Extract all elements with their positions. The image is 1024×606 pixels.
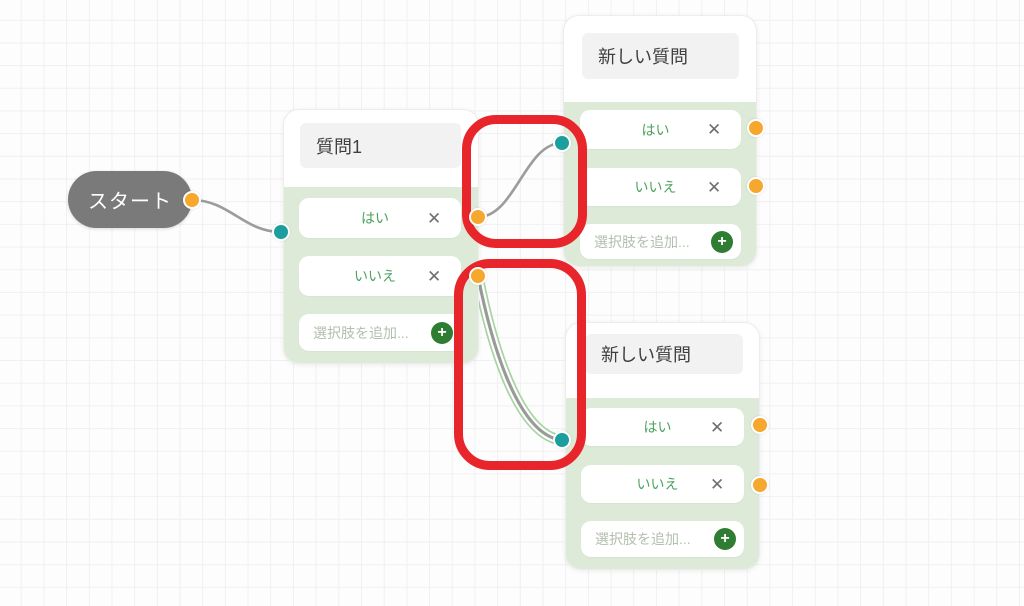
new-question-bottom-option-yes-output-port[interactable] [751,416,769,434]
add-option-icon[interactable]: + [431,321,453,344]
new-question-bottom-option-row-yes[interactable]: はい ✕ [581,408,744,446]
new-question-bottom-option-row-no[interactable]: いいえ ✕ [581,465,744,503]
question1-option-no-output-port[interactable] [469,267,487,285]
remove-option-icon[interactable]: ✕ [710,417,725,437]
new-question-top-option-no-output-port[interactable] [747,177,765,195]
question1-option-no-label[interactable]: いいえ [354,268,396,284]
new-question-top-title: 新しい質問 [598,47,688,67]
new-question-top-option-yes-label[interactable]: はい [641,121,670,138]
new-question-top-add-option-row[interactable]: 選択肢を追加... + [580,224,741,259]
add-option-icon[interactable]: + [711,230,733,253]
new-question-top-option-no-label[interactable]: いいえ [634,179,677,195]
question1-title: 質問1 [316,136,363,157]
question1-input-port[interactable] [272,223,290,241]
node-new-question-bottom[interactable]: 新しい質問 はい ✕ いいえ ✕ 選択肢を追加... + [565,322,760,570]
add-option-input[interactable]: 選択肢を追加... [313,324,409,341]
new-question-top-option-row-yes[interactable]: はい ✕ [580,110,741,149]
annotation-box-bottom [454,259,586,470]
new-question-bottom-title-field[interactable]: 新しい質問 [585,334,743,374]
node-question1[interactable]: 質問1 はい ✕ いいえ ✕ 選択肢を追加... + [283,109,479,364]
question1-add-option-row[interactable]: 選択肢を追加... + [299,314,461,351]
remove-option-icon[interactable]: ✕ [427,266,442,286]
add-option-input[interactable]: 選択肢を追加... [595,531,691,547]
question1-title-field[interactable]: 質問1 [300,123,461,168]
new-question-bottom-option-no-output-port[interactable] [751,476,769,494]
question1-option-yes-label[interactable]: はい [361,210,389,226]
new-question-top-option-yes-output-port[interactable] [747,119,765,137]
new-question-bottom-input-port[interactable] [553,431,571,449]
new-question-bottom-option-no-label[interactable]: いいえ [636,476,679,492]
new-question-bottom-title: 新しい質問 [601,345,691,365]
node-new-question-top[interactable]: 新しい質問 はい ✕ いいえ ✕ 選択肢を追加... + [563,15,757,267]
question1-option-row-no[interactable]: いいえ ✕ [299,256,461,296]
edge-start-to-question1[interactable] [191,198,282,234]
add-option-input[interactable]: 選択肢を追加... [594,233,690,250]
new-question-bottom-option-yes-label[interactable]: はい [643,419,672,435]
new-question-top-title-field[interactable]: 新しい質問 [582,33,739,79]
annotation-box-top [462,115,587,248]
remove-option-icon[interactable]: ✕ [707,120,722,139]
new-question-top-input-port[interactable] [553,134,571,152]
remove-option-icon[interactable]: ✕ [710,474,725,494]
edge-question1-no-to-new-question-bottom-selected[interactable] [472,274,563,446]
add-option-icon[interactable]: + [714,528,736,550]
new-question-top-option-row-no[interactable]: いいえ ✕ [580,168,741,206]
question1-option-yes-output-port[interactable] [469,208,487,226]
start-output-port[interactable] [183,191,201,209]
start-node[interactable]: スタート [68,171,192,228]
remove-option-icon[interactable]: ✕ [427,208,442,228]
question1-option-row-yes[interactable]: はい ✕ [299,198,461,238]
start-node-label: スタート [88,191,172,213]
new-question-bottom-add-option-row[interactable]: 選択肢を追加... + [581,521,744,557]
remove-option-icon[interactable]: ✕ [707,177,722,197]
